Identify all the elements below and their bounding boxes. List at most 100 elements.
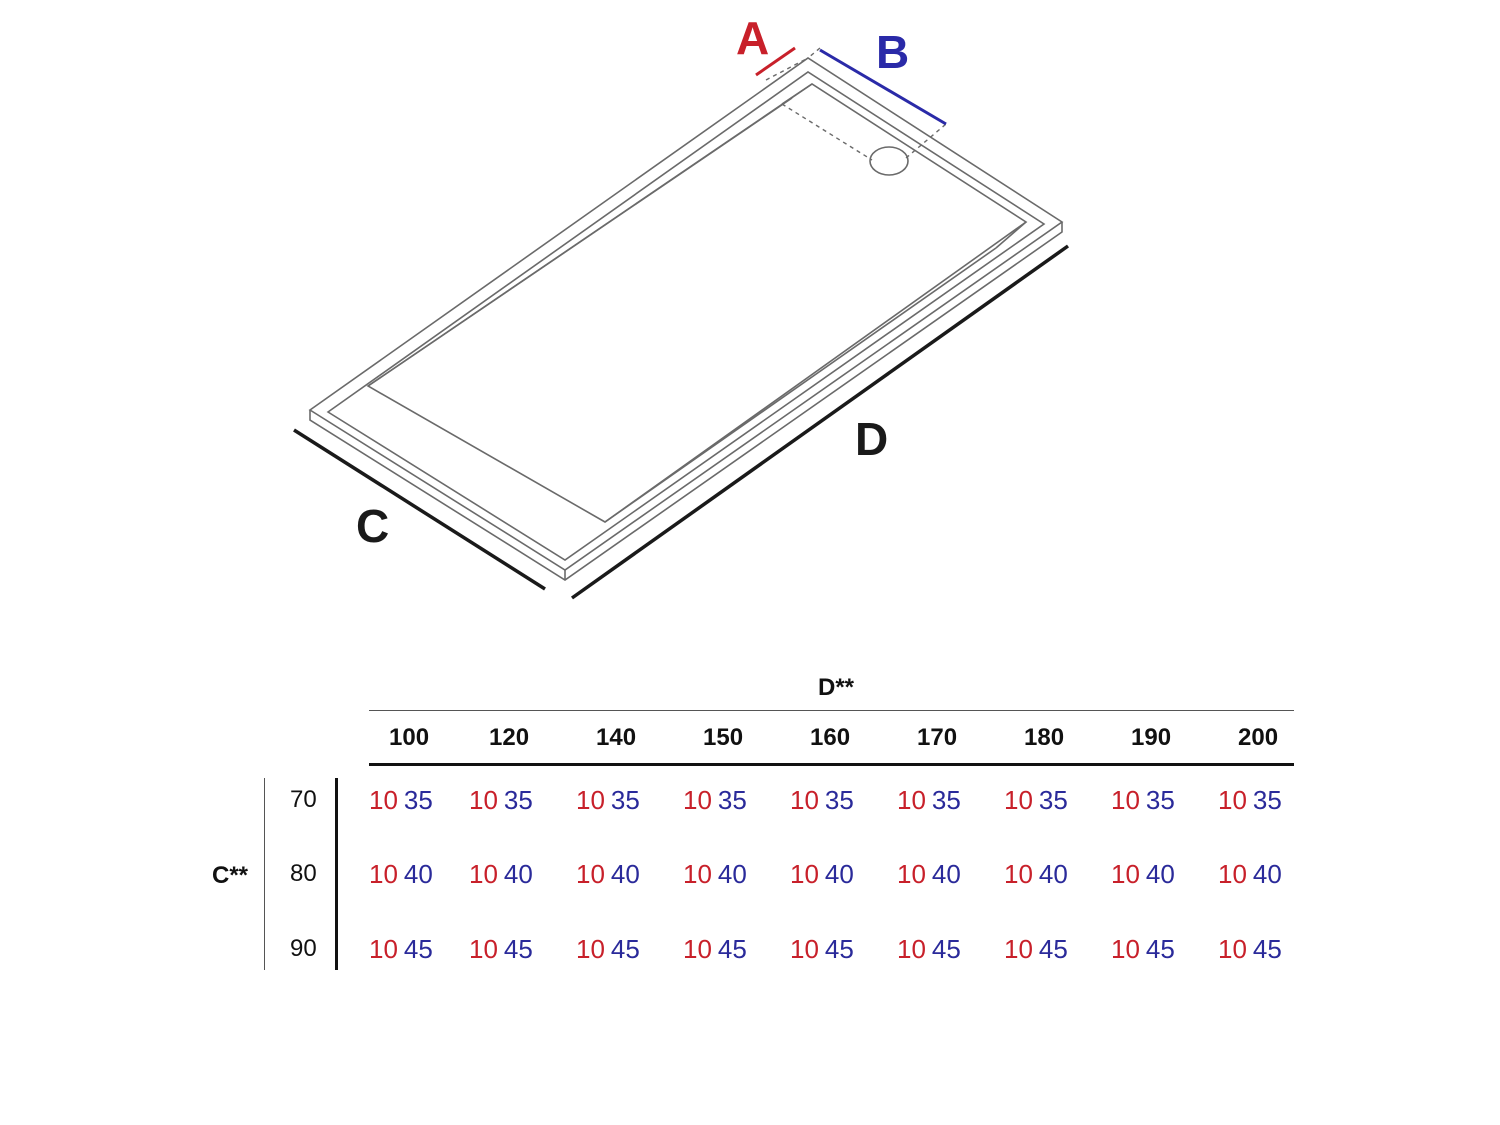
value-b: 35 [931,785,961,815]
header-rule [369,763,1294,766]
value-a: 10 [469,859,498,889]
row-header-divider [335,778,338,970]
value-a: 10 [1111,785,1140,815]
value-a: 10 [469,785,498,815]
value-b: 40 [931,859,961,889]
value-a: 10 [469,934,498,964]
value-b: 35 [503,785,533,815]
value-a: 10 [897,785,926,815]
label-d: D [855,413,888,465]
row-header: 70 [290,786,317,813]
value-a: 10 [790,785,819,815]
value-a: 10 [1218,785,1247,815]
value-a: 10 [369,934,398,964]
value-a: 10 [897,859,926,889]
value-a: 10 [576,934,605,964]
value-a: 10 [790,934,819,964]
column-header: 170 [917,724,958,751]
row-group-label: C** [212,862,249,889]
value-b: 40 [717,859,747,889]
column-header: 150 [703,724,744,751]
column-header: 160 [810,724,851,751]
value-b: 35 [1252,785,1282,815]
column-header: 180 [1024,724,1065,751]
value-b: 45 [1252,934,1282,964]
value-a: 10 [1004,859,1033,889]
column-header: 190 [1131,724,1172,751]
tray-inner-rim [326,71,1046,561]
value-b: 40 [1145,859,1175,889]
value-b: 40 [403,859,433,889]
value-b: 40 [503,859,533,889]
value-b: 45 [503,934,533,964]
column-header: 120 [489,724,530,751]
value-a: 10 [683,859,712,889]
label-a: A [736,12,769,64]
drain-icon [869,146,909,176]
dimension-c-line [293,428,546,591]
shower-tray-diagram: A B C D [293,12,1070,600]
value-b: 35 [403,785,433,815]
value-a: 10 [1004,934,1033,964]
value-b: 45 [1038,934,1068,964]
top-rule [369,710,1294,711]
row-group-divider [264,778,265,970]
value-b: 45 [610,934,640,964]
value-b: 35 [610,785,640,815]
value-a: 10 [790,859,819,889]
value-a: 10 [576,859,605,889]
row-header: 80 [290,860,317,887]
value-b: 35 [717,785,747,815]
tray-outline [308,57,1064,581]
column-group-label: D** [818,674,855,701]
value-b: 45 [403,934,433,964]
value-a: 10 [1004,785,1033,815]
dimension-d-line [570,244,1070,600]
value-b: 45 [931,934,961,964]
value-b: 40 [1038,859,1068,889]
value-a: 10 [576,785,605,815]
value-b: 35 [1145,785,1175,815]
column-header: 140 [596,724,637,751]
value-b: 35 [1038,785,1068,815]
label-b: B [876,26,909,78]
value-b: 45 [824,934,854,964]
column-header: 100 [389,724,430,751]
value-b: 40 [610,859,640,889]
value-a: 10 [1111,934,1140,964]
value-a: 10 [683,934,712,964]
value-a: 10 [369,859,398,889]
value-b: 45 [717,934,747,964]
value-a: 10 [369,785,398,815]
value-b: 40 [1252,859,1282,889]
label-c: C [356,500,389,552]
value-b: 40 [824,859,854,889]
value-a: 10 [1218,859,1247,889]
